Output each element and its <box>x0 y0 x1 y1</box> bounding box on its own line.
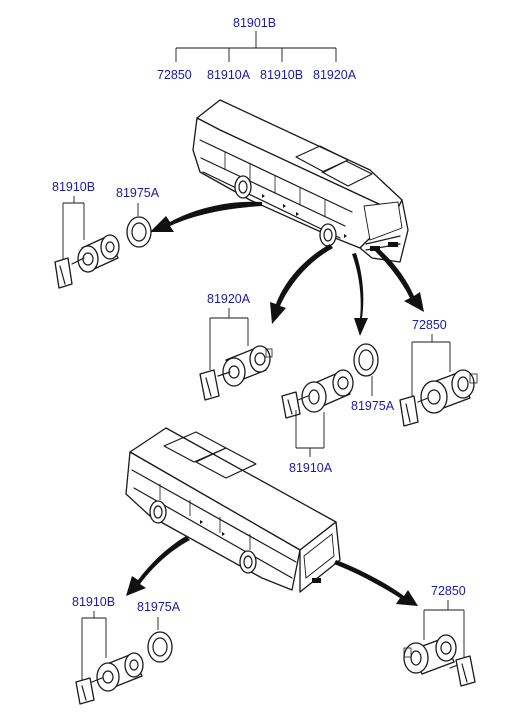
label-g1-lock[interactable]: 81910B <box>52 180 95 194</box>
lock-group-3-right: 72850 <box>403 584 476 687</box>
label-g3-ring[interactable]: 81975A <box>137 600 181 614</box>
arrows-lower <box>126 536 418 606</box>
key-icon <box>455 655 476 687</box>
label-g3-lock[interactable]: 81910B <box>72 595 115 609</box>
arrow-to-group3-left <box>126 536 190 596</box>
label-g2-right-lock[interactable]: 72850 <box>412 318 447 332</box>
bus-lower-illustration <box>125 427 341 593</box>
retaining-ring <box>353 343 379 377</box>
arrow-to-group1 <box>150 201 262 232</box>
arrow-to-group2-right <box>374 248 424 312</box>
key-icon <box>281 391 301 419</box>
key-icon <box>54 257 73 289</box>
label-g3-right-lock[interactable]: 72850 <box>431 584 466 598</box>
label-tree-part-3[interactable]: 81910B <box>260 68 303 82</box>
lock-group-2-right: 72850 <box>399 318 478 427</box>
lock-group-3-left: 81910B 81975A <box>72 595 181 705</box>
label-tree-part-4[interactable]: 81920A <box>313 68 357 82</box>
retaining-ring <box>147 631 173 663</box>
label-g2-lock-lower[interactable]: 81910A <box>289 461 333 475</box>
arrow-to-group2-left <box>270 244 333 324</box>
retaining-ring <box>126 216 152 248</box>
label-assembly[interactable]: 81901B <box>233 16 276 30</box>
lock-group-2-left: 81920A <box>199 292 273 401</box>
key-icon <box>399 395 419 427</box>
label-g2-ring[interactable]: 81975A <box>351 399 395 413</box>
label-tree-part-1[interactable]: 72850 <box>157 68 192 82</box>
bus-upper-illustration <box>192 99 409 263</box>
arrow-to-group3-right <box>334 560 418 606</box>
assembly-tree: 81901B 72850 81910A 81910B 81920A <box>157 16 357 82</box>
arrow-to-group2-mid <box>352 253 368 336</box>
label-g2-lock[interactable]: 81920A <box>207 292 251 306</box>
label-g1-ring[interactable]: 81975A <box>116 186 160 200</box>
key-icon <box>75 677 95 705</box>
lock-group-1: 81910B 81975A <box>52 180 160 289</box>
lock-group-2-mid: 81975A 81910A <box>281 343 395 475</box>
arrows-upper <box>150 201 424 336</box>
key-icon <box>199 369 220 401</box>
label-tree-part-2[interactable]: 81910A <box>207 68 251 82</box>
